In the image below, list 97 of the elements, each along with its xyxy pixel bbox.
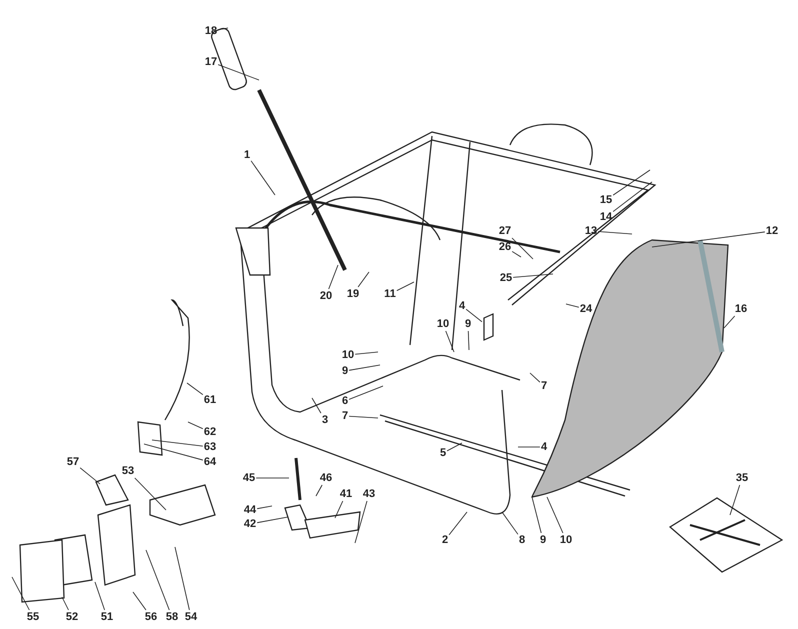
callout-number: 9	[540, 534, 546, 546]
callout-number: 6	[342, 395, 348, 407]
callout-number: 64	[204, 456, 216, 468]
callout-number: 56	[144, 611, 158, 623]
leader-line	[218, 64, 260, 80]
callout-number: 42	[244, 518, 256, 530]
leader-line	[445, 330, 454, 352]
leader-line	[80, 467, 100, 484]
leader-line	[358, 272, 370, 288]
callout-number: 35	[736, 472, 748, 484]
leader-line	[724, 316, 736, 328]
leader-line	[174, 546, 190, 610]
leader-line	[518, 446, 540, 448]
callout-number: 10	[560, 534, 572, 546]
leader-line	[256, 516, 288, 524]
callout-number: 54	[184, 611, 198, 623]
leader-line	[348, 364, 380, 371]
callout-number: 55	[26, 611, 40, 623]
leader-line	[256, 506, 272, 510]
leader-line	[598, 231, 632, 234]
leader-line	[512, 274, 554, 278]
callout-number: 45	[242, 472, 256, 484]
leader-line	[612, 170, 650, 196]
leader-line	[446, 442, 462, 452]
callout-number: 9	[464, 318, 472, 330]
leader-line	[354, 352, 378, 355]
callout-number: 27	[498, 225, 512, 237]
leader-line	[502, 512, 518, 535]
callout-number: 24	[580, 303, 592, 315]
callout-number: 26	[498, 241, 512, 253]
leader-line	[530, 372, 540, 383]
leader-line	[448, 512, 468, 536]
callout-number: 57	[66, 456, 80, 468]
leader-line	[512, 251, 522, 258]
leader-line	[396, 282, 414, 291]
callout-number: 10	[342, 349, 354, 361]
leader-line	[730, 484, 740, 516]
callout-number: 5	[440, 447, 446, 459]
leader-line	[218, 28, 228, 30]
leader-line	[188, 422, 204, 430]
leader-line	[134, 478, 166, 510]
callout-number: 7	[342, 410, 348, 422]
leader-line	[612, 182, 652, 212]
callout-number: 62	[204, 426, 216, 438]
callout-number: 20	[320, 290, 332, 302]
callout-number: 44	[244, 504, 256, 516]
callout-number: 7	[540, 380, 548, 392]
leader-line	[546, 496, 564, 534]
leader-line	[316, 484, 322, 496]
callout-number: 52	[66, 611, 78, 623]
callout-number: 4	[540, 441, 548, 453]
callout-number: 17	[204, 56, 218, 68]
mounting-plate	[483, 313, 494, 341]
callout-number: 4	[458, 300, 466, 312]
leader-line	[146, 550, 170, 610]
callout-number: 19	[346, 288, 360, 300]
callout-number: 63	[204, 441, 216, 453]
callout-number: 2	[442, 534, 448, 546]
leader-line	[512, 238, 534, 260]
leader-line	[348, 386, 384, 400]
callout-number: 51	[100, 611, 114, 623]
callout-number: 1	[244, 149, 250, 161]
callout-number: 58	[166, 611, 178, 623]
callout-number: 16	[734, 303, 748, 315]
callout-number: 18	[204, 25, 218, 37]
leader-line	[12, 576, 30, 610]
callout-number: 61	[204, 394, 216, 406]
callout-number: 8	[518, 534, 526, 546]
leader-line	[250, 160, 276, 196]
callout-number: 11	[384, 288, 396, 300]
leader-line	[94, 582, 105, 610]
callout-number: 9	[342, 365, 348, 377]
callout-number: 43	[362, 488, 376, 500]
leader-line	[652, 232, 766, 248]
callout-number: 53	[122, 465, 134, 477]
callout-number: 15	[600, 194, 612, 206]
leader-line	[144, 444, 204, 460]
leader-line	[328, 264, 338, 290]
leader-line	[334, 500, 344, 518]
leader-line	[312, 398, 322, 414]
leader-line	[532, 496, 542, 534]
leader-line	[152, 440, 204, 447]
callout-number: 14	[600, 211, 612, 223]
leader-line	[566, 304, 580, 308]
leader-line	[466, 308, 482, 322]
callout-number: 25	[500, 272, 512, 284]
leader-line	[348, 416, 378, 418]
callout-number: 3	[322, 414, 328, 426]
leader-line	[186, 382, 204, 396]
callout-number: 10	[436, 318, 450, 330]
leader-line	[354, 500, 368, 544]
leader-line	[62, 596, 69, 610]
leader-line	[132, 592, 146, 610]
callout-number: 41	[340, 488, 352, 500]
leader-line	[468, 330, 470, 350]
callout-number: 12	[766, 225, 778, 237]
callout-number: 46	[320, 472, 332, 484]
